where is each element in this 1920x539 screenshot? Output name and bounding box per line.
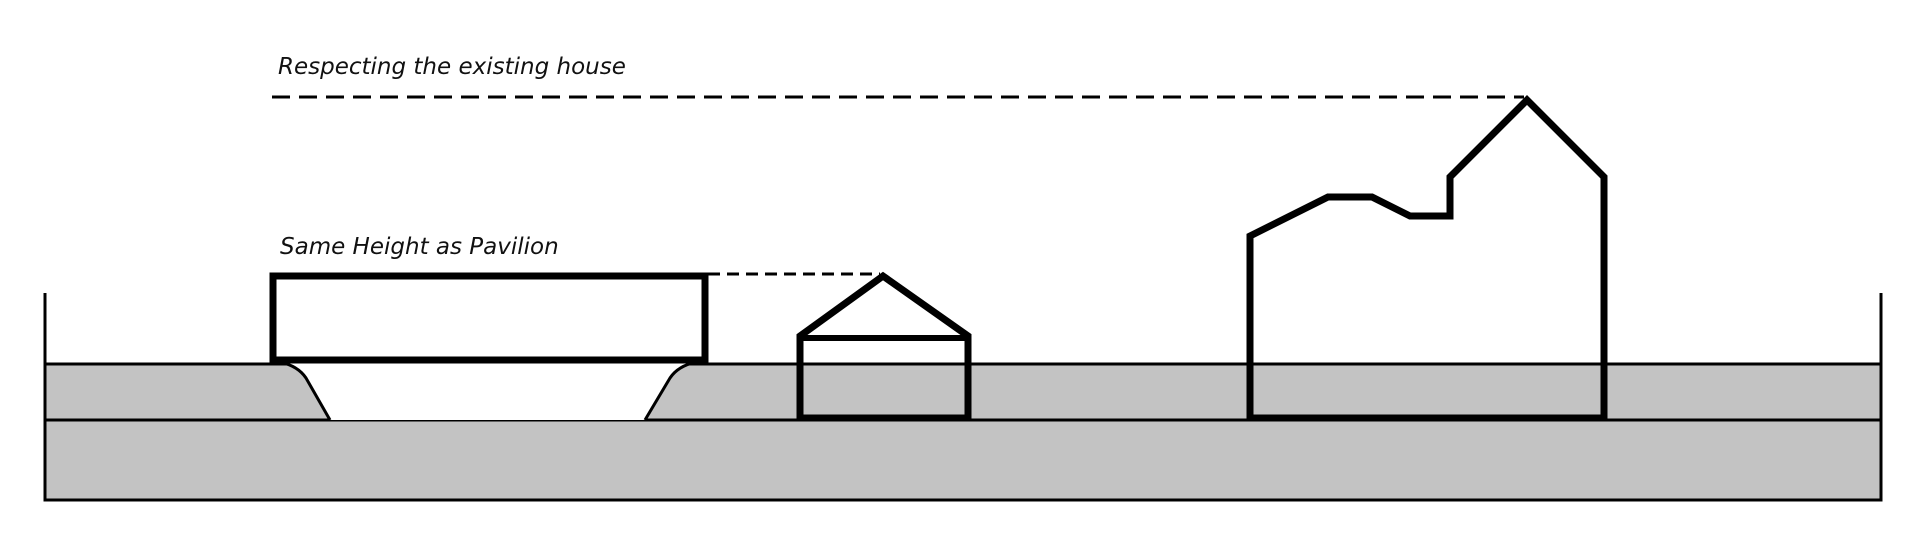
- new-building-volume: [269, 272, 709, 364]
- pavilion-building: [796, 271, 972, 422]
- lower-ground-layer: [43, 418, 1883, 502]
- excavation-void: [285, 362, 690, 420]
- pavilion-height-annotation: Same Height as Pavilion: [280, 234, 559, 260]
- existing-house-building: [1246, 95, 1608, 422]
- existing-house-annotation: Respecting the existing house: [278, 54, 626, 80]
